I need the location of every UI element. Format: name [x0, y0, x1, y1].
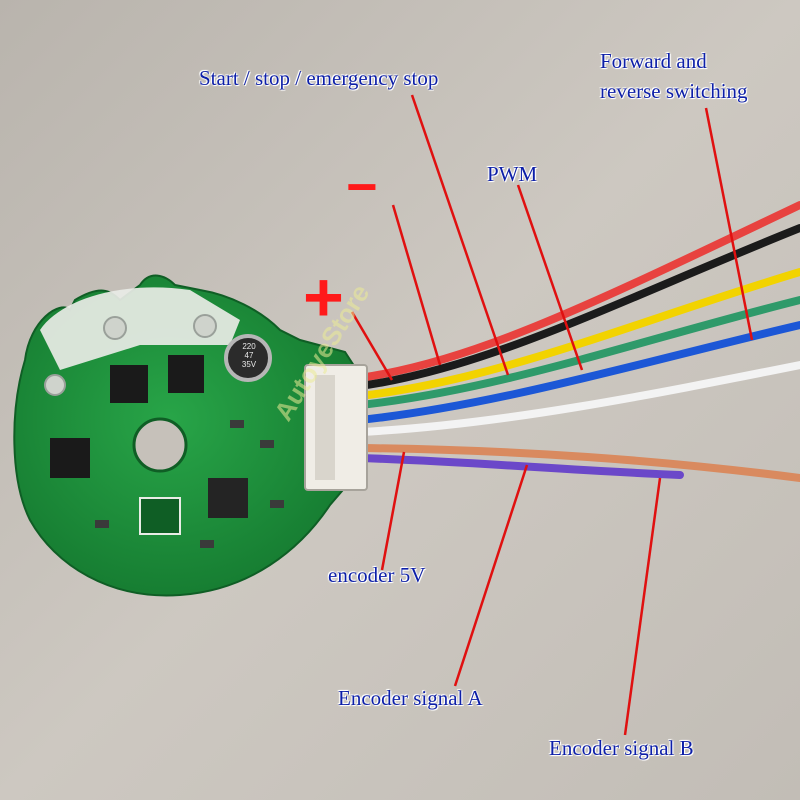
wire-black — [356, 224, 800, 390]
label-forward-reverse: Forward and reverse switching — [600, 46, 748, 106]
wire-green — [356, 296, 800, 409]
wire-white — [356, 361, 800, 436]
wire-orange — [356, 444, 800, 482]
wire-blue — [356, 321, 800, 424]
pointer-plus — [350, 311, 394, 381]
pointer-encoder-5v — [380, 451, 406, 571]
capacitor-marking-line: 35V — [241, 360, 257, 369]
pointer-encoder-a — [453, 464, 529, 687]
label-encoder-5v: encoder 5V — [328, 563, 426, 587]
capacitor-marking-line: 220 — [242, 342, 256, 351]
label-pwm: PWM — [487, 162, 538, 186]
label-forward-reverse-line2: reverse switching — [600, 79, 748, 103]
pointer-pwm — [516, 184, 584, 371]
pointer-start-stop — [410, 94, 510, 376]
wire-purple — [356, 454, 684, 479]
wire-red — [356, 201, 800, 382]
pointer-forward-reverse — [704, 107, 754, 341]
pointer-encoder-b — [623, 477, 662, 736]
label-encoder-b: Encoder signal B — [549, 736, 694, 760]
label-start-stop: Start / stop / emergency stop — [199, 66, 439, 90]
label-forward-reverse-line1: Forward and — [600, 49, 707, 73]
pointer-lines — [350, 94, 754, 736]
capacitor-marking: 220 47 35V — [237, 342, 261, 369]
capacitor-marking-line: 47 — [244, 351, 254, 360]
pcb-board — [13, 274, 361, 597]
label-plus: + — [303, 258, 344, 336]
wire-connector — [304, 364, 368, 491]
label-minus: − — [346, 157, 378, 217]
capacitor — [224, 334, 272, 382]
label-encoder-a: Encoder signal A — [338, 686, 483, 710]
pointer-minus — [391, 204, 442, 366]
